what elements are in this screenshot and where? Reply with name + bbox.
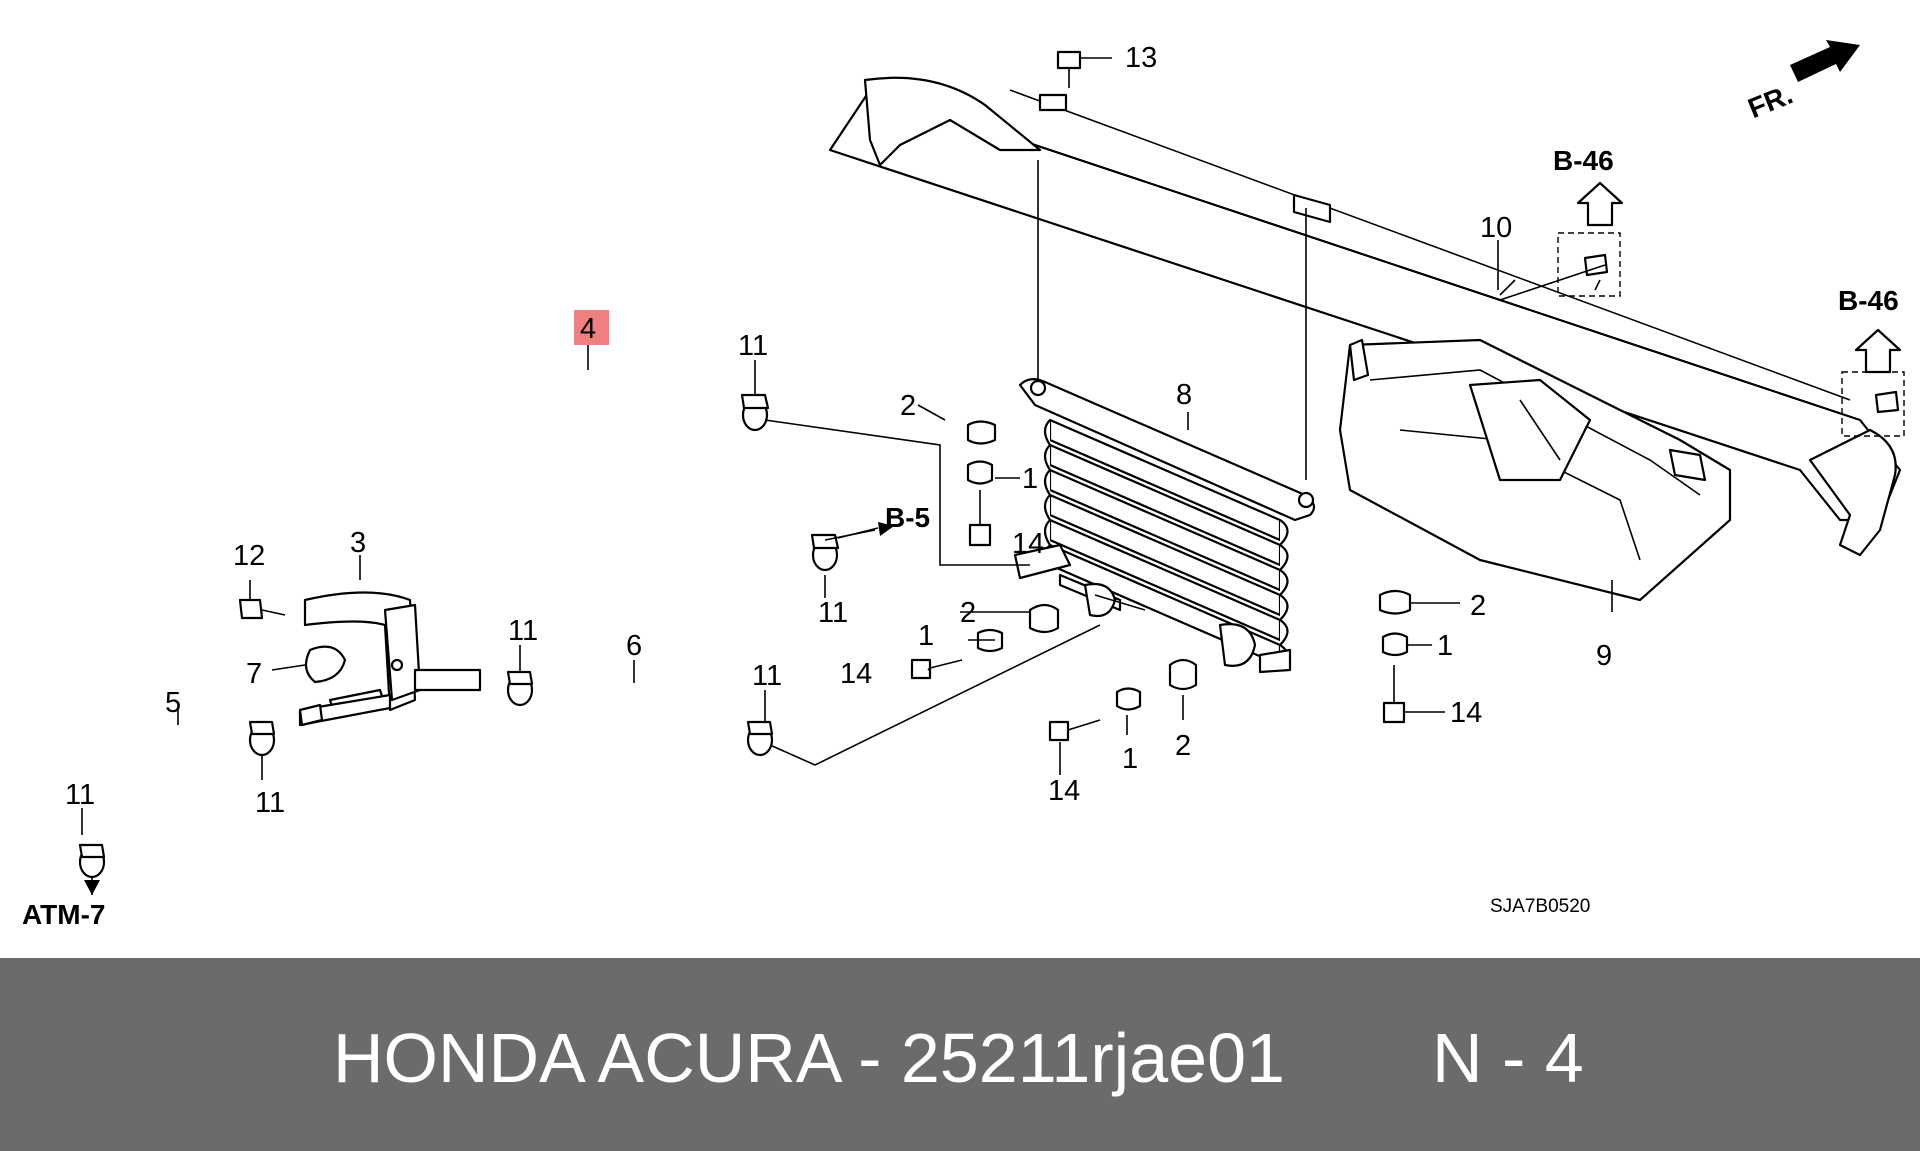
clamp-11-f — [78, 843, 106, 879]
cooler-bracket — [1338, 338, 1732, 602]
footer-text: HONDA ACURA - 25211rjae01 N - 4 — [333, 1019, 1584, 1097]
pipe-bracket-3 — [298, 591, 482, 727]
ref-b46-top: B-46 — [1553, 145, 1614, 176]
clamp-11-c — [506, 670, 534, 707]
callout-2-b: 2 — [960, 597, 976, 629]
part-reference: N - 4 — [1432, 1019, 1584, 1097]
callout-11-f: 11 — [65, 779, 95, 811]
ref-b46-right: B-46 — [1838, 285, 1899, 316]
callout-1-c: 1 — [1122, 743, 1138, 775]
callout-11-b: 11 — [818, 597, 848, 629]
cross-member-frame — [828, 76, 1902, 557]
callout-14-b: 14 — [840, 658, 872, 690]
leader-lines — [81, 40, 1905, 895]
callout-1-b: 1 — [918, 620, 934, 652]
hose-4 — [549, 378, 806, 588]
callout-11-a: 11 — [738, 330, 768, 362]
callout-2-d: 2 — [1470, 590, 1486, 622]
callout-3: 3 — [350, 527, 366, 559]
callout-4-highlight — [574, 310, 609, 345]
callout-9: 9 — [1596, 640, 1612, 672]
callout-1-a: 1 — [1022, 463, 1038, 495]
callout-14-a: 14 — [1012, 528, 1044, 560]
callout-2-c: 2 — [1175, 730, 1191, 762]
callout-8: 8 — [1176, 379, 1192, 411]
clamp-11-a — [740, 393, 770, 432]
clamp-11-e — [248, 720, 276, 757]
part-title: HONDA ACURA - 25211rjae01 — [333, 1019, 1285, 1097]
callout-labels: 4 11 11 11 11 11 11 12 3 7 5 6 2 1 14 8 … — [65, 42, 1612, 819]
callout-14-c: 14 — [1048, 775, 1080, 807]
callout-6: 6 — [626, 630, 642, 662]
oil-cooler — [1013, 378, 1316, 674]
clamp-11-b — [810, 533, 840, 572]
callout-10: 10 — [1480, 212, 1512, 244]
callout-12: 12 — [233, 540, 265, 572]
callout-13: 13 — [1125, 42, 1157, 74]
callout-14-d: 14 — [1450, 697, 1482, 729]
callout-2-a: 2 — [900, 390, 916, 422]
ref-b5: B-5 — [885, 502, 930, 533]
callout-11-d: 11 — [752, 660, 782, 692]
hose-5 — [110, 703, 324, 840]
ref-front: FR. — [1744, 79, 1797, 125]
callout-4: 4 — [580, 313, 596, 345]
callout-7: 7 — [246, 658, 262, 690]
callout-11-c: 11 — [508, 615, 538, 647]
parts-diagram: 4 11 11 11 11 11 11 12 3 7 5 6 2 1 14 8 … — [22, 40, 1905, 930]
callout-11-e: 11 — [255, 787, 285, 819]
ref-atm7: ATM-7 — [22, 899, 105, 930]
callout-1-d: 1 — [1437, 630, 1453, 662]
hardware — [238, 50, 1900, 742]
hose-6 — [549, 689, 736, 741]
diagram-code: SJA7B0520 — [1490, 896, 1590, 917]
callout-5: 5 — [165, 687, 181, 719]
footer-bar: HONDA ACURA - 25211rjae01 N - 4 — [0, 958, 1920, 1151]
clamp-11-d — [746, 720, 774, 757]
